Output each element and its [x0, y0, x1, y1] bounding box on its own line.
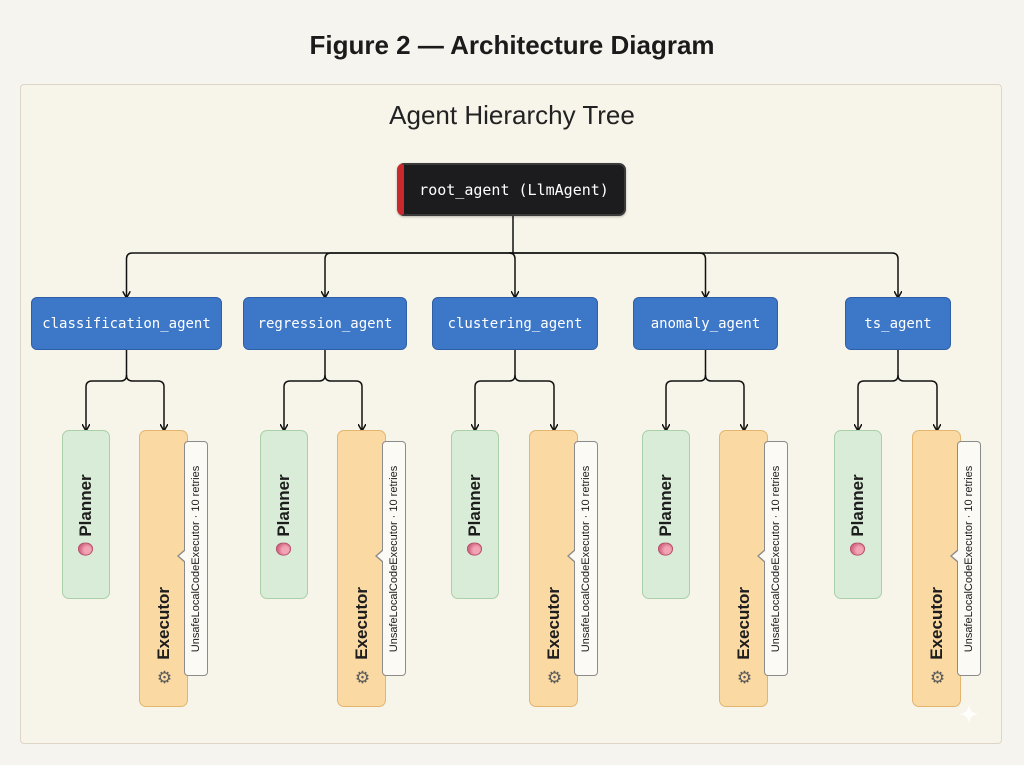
executor-node[interactable]: ⚙ Executor: [337, 430, 386, 707]
executor-label: Executor: [926, 587, 946, 660]
gear-icon: ⚙: [352, 666, 371, 686]
planner-label-group: Planner: [274, 473, 294, 556]
agent-node-classification-agent[interactable]: classification_agent: [31, 297, 222, 350]
executor-label-group: ⚙ Executor: [927, 587, 947, 686]
gear-icon: ⚙: [927, 666, 946, 686]
planner-label-group: Planner: [76, 473, 96, 556]
root-agent-label: root_agent (LlmAgent): [419, 180, 609, 199]
agent-node-label: regression_agent: [257, 315, 393, 332]
planner-node[interactable]: Planner: [834, 430, 882, 599]
planner-label-group: Planner: [848, 473, 868, 556]
brain-icon: [850, 542, 866, 556]
gear-icon: ⚙: [154, 666, 173, 686]
executor-label: Executor: [153, 587, 173, 660]
executor-note-text: UnsafeLocalCodeExecutor · 10 retries: [580, 465, 592, 652]
executor-note-tooltip: UnsafeLocalCodeExecutor · 10 retries: [375, 441, 406, 676]
executor-note-text: UnsafeLocalCodeExecutor · 10 retries: [770, 465, 782, 652]
executor-node[interactable]: ⚙ Executor: [912, 430, 961, 707]
agent-node-clustering-agent[interactable]: clustering_agent: [432, 297, 598, 350]
executor-label-group: ⚙ Executor: [154, 587, 174, 686]
executor-label: Executor: [543, 587, 563, 660]
executor-label-group: ⚙ Executor: [734, 587, 754, 686]
executor-note-tooltip: UnsafeLocalCodeExecutor · 10 retries: [177, 441, 208, 676]
planner-label-group: Planner: [465, 473, 485, 556]
agent-node-label: ts_agent: [864, 315, 932, 332]
agent-node-label: classification_agent: [42, 315, 211, 332]
agent-node-regression-agent[interactable]: regression_agent: [243, 297, 407, 350]
brain-icon: [276, 542, 292, 556]
planner-label: Planner: [76, 473, 95, 537]
agent-node-ts-agent[interactable]: ts_agent: [845, 297, 951, 350]
gear-icon: ⚙: [544, 666, 563, 686]
planner-label: Planner: [848, 473, 867, 537]
executor-note-tooltip: UnsafeLocalCodeExecutor · 10 retries: [950, 441, 981, 676]
planner-label: Planner: [274, 473, 293, 537]
figure-title: Figure 2 — Architecture Diagram: [309, 30, 715, 60]
executor-note-text: UnsafeLocalCodeExecutor · 10 retries: [963, 465, 975, 652]
planner-label: Planner: [465, 473, 484, 537]
executor-label: Executor: [351, 587, 371, 660]
executor-node[interactable]: ⚙ Executor: [529, 430, 578, 707]
gear-icon: ⚙: [734, 666, 753, 686]
brain-icon: [658, 542, 674, 556]
brain-icon: [467, 542, 483, 556]
executor-label-group: ⚙ Executor: [544, 587, 564, 686]
planner-node[interactable]: Planner: [451, 430, 499, 599]
executor-node[interactable]: ⚙ Executor: [719, 430, 768, 707]
planner-label-group: Planner: [656, 473, 676, 556]
executor-label-group: ⚙ Executor: [352, 587, 372, 686]
root-agent-node[interactable]: root_agent (LlmAgent): [397, 163, 626, 216]
executor-note-tooltip: UnsafeLocalCodeExecutor · 10 retries: [757, 441, 788, 676]
executor-node[interactable]: ⚙ Executor: [139, 430, 188, 707]
agent-node-label: anomaly_agent: [650, 315, 761, 332]
planner-label: Planner: [656, 473, 675, 537]
planner-node[interactable]: Planner: [642, 430, 690, 599]
executor-note-text: UnsafeLocalCodeExecutor · 10 retries: [190, 465, 202, 652]
sparkle-icon: [959, 704, 979, 724]
executor-note-tooltip: UnsafeLocalCodeExecutor · 10 retries: [567, 441, 598, 676]
planner-node[interactable]: Planner: [62, 430, 110, 599]
panel-title: Agent Hierarchy Tree: [389, 100, 635, 130]
agent-node-anomaly-agent[interactable]: anomaly_agent: [633, 297, 778, 350]
brain-icon: [78, 542, 94, 556]
planner-node[interactable]: Planner: [260, 430, 308, 599]
agent-node-label: clustering_agent: [447, 315, 583, 332]
executor-note-text: UnsafeLocalCodeExecutor · 10 retries: [388, 465, 400, 652]
executor-label: Executor: [733, 587, 753, 660]
